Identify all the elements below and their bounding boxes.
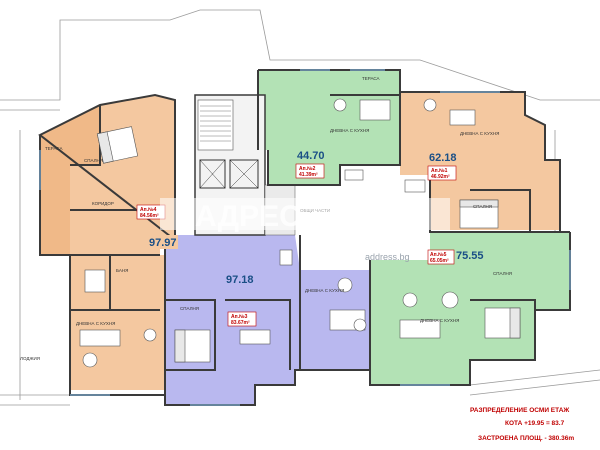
room-label-living-purple: ДНЕВНА С КУХНЯ [305,288,344,293]
room-label-living-gr: ДНЕВНА С КУХНЯ [420,318,459,323]
apt-5-no: Ап.№5 [430,252,447,258]
room-label-bedroom-right: СПАЛНЯ [473,204,492,209]
room-label-bedroom-tl: СПАЛНЯ [84,158,103,163]
floor-info-level: КОТА +19.95 = 83.7 [505,420,565,427]
room-label-bedroom-purple: СПАЛНЯ [180,306,199,311]
room-label-bath-left: БАНЯ [116,268,128,273]
area-apt-1: 62.18 [429,152,457,164]
floor-info-title: РАЗПРЕДЕЛЕНИЕ ОСМИ ЕТАЖ [470,407,569,414]
apartment-2-zone [258,70,400,185]
room-label-bedroom-gr: СПАЛНЯ [493,271,512,276]
apartment-areas: 97.97 97.18 44.70 62.18 75.55 [148,148,485,286]
apt-2-no: Ап.№2 [299,166,316,172]
floor-info-area: ЗАСТРОЕНА ПЛОЩ. - 380.36m [478,435,574,442]
window-marks [39,69,571,406]
apt-2-size: 41.39m² [299,172,318,178]
apt-5-size: 65.05m² [430,258,449,264]
area-apt-3: 97.18 [226,274,254,286]
furniture [79,98,521,368]
floor-info: РАЗПРЕДЕЛЕНИЕ ОСМИ ЕТАЖ КОТА +19.95 = 83… [470,407,574,442]
apartment-3-zone [165,235,370,405]
watermark: АДРЕС address.bg [160,198,450,262]
apt-3-no: Ап.№3 [231,314,248,320]
apt-4-no: Ап.№4 [140,207,157,213]
watermark-sub: address.bg [365,252,410,262]
area-apt-2: 44.70 [297,150,325,162]
apt-1-size: 46.92m² [431,174,450,180]
room-label-living-left: ДНЕВНА С КУХНЯ [76,321,115,326]
room-label-terrace-bl: ЛОДЖИЯ [20,356,40,361]
walls [38,69,571,406]
room-label-terrace-tl: ТЕРАСА [45,146,63,151]
area-apt-4: 97.97 [149,237,177,249]
apt-3-size: 83.67m² [231,320,250,326]
area-apt-5: 75.55 [456,250,484,262]
apt-4-size: 84.56m² [140,213,159,219]
apartment-tags: Ап.№4 84.56m² Ап.№3 83.67m² Ап.№2 41.39m… [136,163,457,327]
room-label-living-right: ДНЕВНА С КУХНЯ [460,131,499,136]
apartment-1-zone [400,92,560,230]
room-label-living-green: ДНЕВНА С КУХНЯ [330,128,369,133]
apt-1-no: Ап.№1 [431,168,448,174]
apartment-5-zone [370,232,570,385]
watermark-main: АДРЕС [195,200,301,233]
apartment-4-zone [40,95,175,390]
room-label-corridor-left: КОРИДОР [92,201,114,206]
room-label-terrace-top: ТЕРАСА [362,76,380,81]
